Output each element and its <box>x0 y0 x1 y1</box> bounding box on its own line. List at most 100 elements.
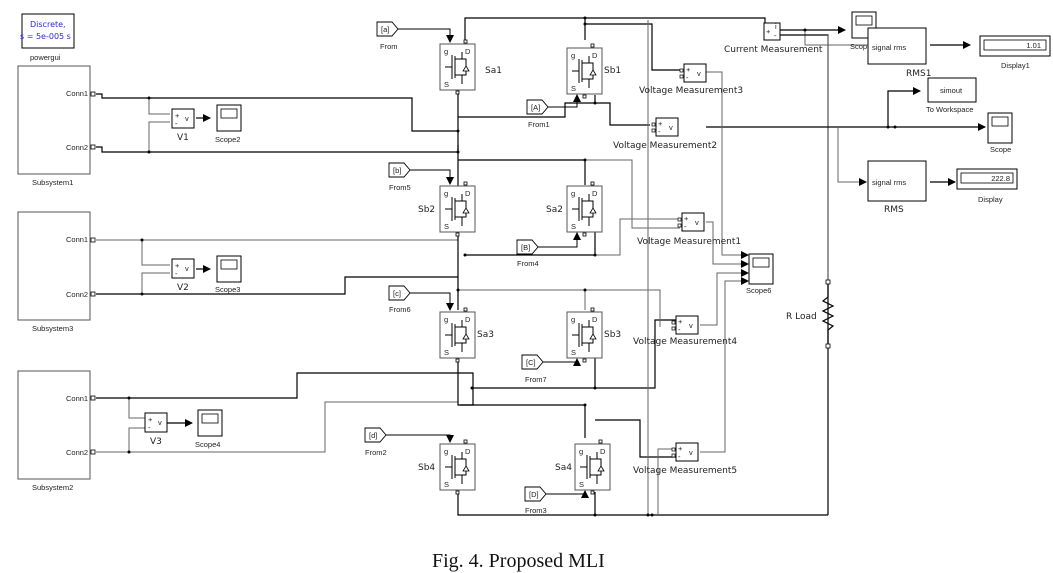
output-v: v <box>697 69 701 78</box>
scope-block[interactable]: Scope <box>987 112 1013 154</box>
from-tag-value: [A] <box>531 103 540 112</box>
display1-block[interactable]: 1.01 Display1 <box>979 35 1051 70</box>
from-tag-label: From4 <box>517 259 539 268</box>
from-tag-from3[interactable]: [D]From3 <box>524 486 586 515</box>
scope7-label: Scope7 <box>850 42 875 51</box>
scope7-block[interactable]: Scope7 <box>850 11 877 51</box>
scope2-block[interactable]: Scope2 <box>215 104 242 144</box>
to-workspace-label: To Workspace <box>926 105 973 114</box>
source-label: S <box>444 480 449 489</box>
source-label: S <box>444 222 449 231</box>
subsystem3-port2: Conn2 <box>66 290 88 299</box>
v1-plus: + <box>175 111 180 120</box>
current-measurement-block[interactable]: + - i Current Measurement <box>724 22 823 55</box>
plus-sign: + <box>678 444 683 453</box>
subsystem2-block[interactable]: Conn1 Conn2 Subsystem2 <box>17 370 96 492</box>
v2-plus: + <box>175 261 180 270</box>
switch-label: Sa1 <box>485 66 502 76</box>
rms-block[interactable]: signal rms RMS <box>867 160 927 215</box>
gate-arrow-icon <box>446 303 454 311</box>
wires <box>96 17 986 516</box>
subsystem1-port1: Conn1 <box>66 89 88 98</box>
minus-sign: - <box>658 127 661 136</box>
output-v: v <box>689 448 693 457</box>
subsystem3-block[interactable]: Conn1 Conn2 Subsystem3 <box>17 211 96 333</box>
scope4-block[interactable]: Scope4 <box>195 409 223 449</box>
from-tag-label: From7 <box>525 375 547 384</box>
powergui-line2: s = 5e-005 s <box>20 32 71 41</box>
plus-sign: + <box>686 65 691 74</box>
gate-label: g <box>571 51 575 60</box>
switch-label: Sb3 <box>604 330 621 340</box>
scope-label: Scope <box>990 145 1011 154</box>
from-tag-from7[interactable]: [C]From7 <box>521 354 578 384</box>
subsystem2-port1: Conn1 <box>66 394 88 403</box>
current-plus: + <box>766 27 771 36</box>
from-tag-from5[interactable]: [b] From5 <box>388 162 451 192</box>
from-tag-from4[interactable]: [B] From4 <box>516 234 578 268</box>
scope6-label: Scope6 <box>746 286 771 295</box>
r-load-block[interactable]: R Load <box>786 279 835 349</box>
from-tag-value: [c] <box>393 289 401 298</box>
from-tag-label: From5 <box>389 183 411 192</box>
current-measurement-label: Current Measurement <box>724 45 823 55</box>
to-workspace-block[interactable]: simout To Workspace <box>926 77 977 114</box>
scope3-block[interactable]: Scope3 <box>215 255 242 294</box>
minus-sign: - <box>684 222 687 231</box>
rms1-block[interactable]: signal rms RMS1 <box>867 27 931 79</box>
v2-out: v <box>185 264 189 273</box>
drain-label: D <box>465 189 471 198</box>
powergui-label: powergui <box>30 53 61 62</box>
gate-label: g <box>571 315 575 324</box>
from-tag-from[interactable]: [a]From <box>376 21 451 51</box>
to-workspace-var: simout <box>940 86 963 95</box>
from-tag-from2[interactable]: [d]From2 <box>364 427 451 457</box>
switch-group: gSDSa1gSDSb1gSDSb2gSDSa2gSDSa3gSDSb3gSDS… <box>418 35 621 498</box>
from-tag-label: From3 <box>525 506 547 515</box>
from-tag-label: From1 <box>528 120 550 129</box>
output-v: v <box>695 218 699 227</box>
subsystem1-block[interactable]: Conn1 Conn2 Subsystem1 <box>17 65 96 187</box>
voltmeter-v1[interactable]: + - v V1 <box>171 108 195 143</box>
powergui-block[interactable]: Discrete, s = 5e-005 s powergui <box>20 13 75 62</box>
gate-arrow-icon <box>446 177 454 185</box>
powergui-line1: Discrete, <box>30 20 66 29</box>
source-label: S <box>444 80 449 89</box>
scope6-block[interactable]: Scope6 <box>746 253 774 295</box>
gate-arrow-icon <box>446 35 454 43</box>
switch-label: Sa2 <box>546 205 563 215</box>
output-v: v <box>669 123 673 132</box>
display-block[interactable]: 222.8 Display <box>956 168 1018 204</box>
v1-label: V1 <box>177 133 189 143</box>
gate-label: g <box>444 447 448 456</box>
from-tag-from1[interactable]: [A] From1 <box>526 96 578 129</box>
switch-label: Sb2 <box>418 205 435 215</box>
rms1-label: RMS1 <box>906 69 931 79</box>
v1-minus: - <box>175 119 178 128</box>
from-tag-label: From2 <box>365 448 387 457</box>
voltmeter-v2[interactable]: + - v V2 <box>171 258 195 293</box>
voltmeter-v3[interactable]: + - v V3 <box>144 412 168 447</box>
switch-label: Sb4 <box>418 463 435 473</box>
from-tag-value: [b] <box>393 166 401 175</box>
v3-minus: - <box>148 423 151 432</box>
junctions <box>127 16 897 517</box>
from-tag-from6[interactable]: [c]From6 <box>388 285 451 314</box>
from-tag-value: [B] <box>521 243 530 252</box>
from-tag-label: From <box>380 42 398 51</box>
